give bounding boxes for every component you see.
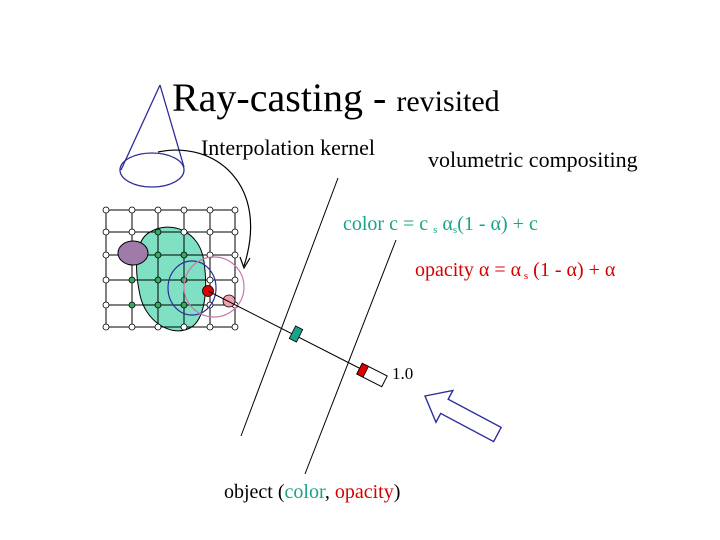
volumetric-compositing-label: volumetric compositing bbox=[428, 147, 638, 172]
direction-arrow-icon bbox=[424, 389, 503, 443]
voxel-sample-inside bbox=[154, 251, 162, 259]
color-formula-sub1: s bbox=[433, 224, 438, 236]
voxel-sample bbox=[206, 276, 214, 284]
kernel-circle-navy bbox=[167, 260, 217, 316]
kernel-circle-pink bbox=[183, 256, 245, 318]
voxel-sample bbox=[102, 228, 110, 236]
opacity-formula-tail: ) + bbox=[576, 259, 605, 281]
voxel-sample bbox=[206, 228, 214, 236]
voxel-sample-inside bbox=[154, 228, 162, 236]
color-formula-tail: ) + c bbox=[501, 213, 538, 235]
object-label: object (color, opacity) bbox=[224, 478, 400, 506]
voxel-sample bbox=[102, 276, 110, 284]
color-formula-rest: (1 - bbox=[457, 213, 491, 235]
color-formula-alpha2: α bbox=[490, 213, 501, 235]
voxel-sample bbox=[206, 323, 214, 331]
sample-pink bbox=[222, 294, 236, 308]
opacity-formula-sub: s bbox=[521, 270, 529, 282]
opacity-formula-alpha: α bbox=[478, 259, 490, 281]
voxel-sample-inside bbox=[180, 301, 188, 309]
color-marker bbox=[288, 325, 304, 343]
object-label-opacity: opacity bbox=[334, 481, 394, 503]
opacity-one-label: 1.0 bbox=[392, 364, 414, 383]
opacity-formula-alpha2: α bbox=[510, 259, 522, 281]
voxel-sample bbox=[231, 206, 239, 214]
voxel-sample bbox=[206, 206, 214, 214]
opacity-marker bbox=[356, 362, 370, 378]
kernel-pointer-arrow bbox=[157, 149, 252, 270]
voxel-sample-inside bbox=[154, 276, 162, 284]
color-formula: color c = c s αs(1 - α) + c bbox=[343, 210, 538, 244]
title-main: Ray-casting - bbox=[172, 75, 397, 120]
camera-cone-icon bbox=[119, 84, 185, 188]
sample-purple bbox=[117, 240, 149, 266]
voxel-sample bbox=[231, 251, 239, 259]
opacity-formula-alpha3: α bbox=[566, 259, 577, 281]
interpolation-kernel-label: Interpolation kernel bbox=[200, 135, 376, 160]
voxel-sample-inside bbox=[180, 251, 188, 259]
color-formula-lead: color c = c bbox=[343, 213, 434, 235]
voxel-sample bbox=[180, 228, 188, 236]
opacity-formula: opacity α = α s (1 - α) + α bbox=[415, 256, 615, 290]
opacity-formula-rest: (1 - bbox=[528, 259, 567, 281]
voxel-sample-inside bbox=[154, 301, 162, 309]
object-label-sep: , bbox=[324, 481, 335, 503]
opacity-formula-eq: = bbox=[489, 259, 511, 281]
voxel-sample-inside bbox=[128, 276, 136, 284]
object-label-lead: object ( bbox=[224, 481, 285, 503]
slide-title: Ray-casting - revisited bbox=[172, 74, 500, 126]
voxel-sample-inside bbox=[128, 301, 136, 309]
color-formula-alpha: α bbox=[442, 213, 453, 235]
object-label-tail: ) bbox=[393, 481, 401, 503]
voxel-sample bbox=[154, 206, 162, 214]
voxel-sample bbox=[231, 228, 239, 236]
opacity-formula-alpha4: α bbox=[604, 259, 616, 281]
object-label-color: color bbox=[284, 481, 325, 503]
voxel-sample bbox=[231, 323, 239, 331]
voxel-sample bbox=[154, 323, 162, 331]
color-formula-sub2: s bbox=[452, 224, 458, 236]
title-sub: revisited bbox=[396, 85, 500, 118]
voxel-sample bbox=[102, 301, 110, 309]
ray-line bbox=[207, 290, 362, 370]
plane-line-right bbox=[304, 239, 397, 475]
voxel-sample bbox=[102, 251, 110, 259]
voxel-sample bbox=[231, 276, 239, 284]
voxel-sample bbox=[128, 206, 136, 214]
voxel-sample bbox=[102, 206, 110, 214]
voxel-sample bbox=[128, 228, 136, 236]
voxel-sample bbox=[206, 251, 214, 259]
voxel-sample bbox=[128, 323, 136, 331]
voxel-sample bbox=[180, 206, 188, 214]
voxel-sample bbox=[102, 323, 110, 331]
opacity-formula-lead: opacity bbox=[415, 259, 479, 281]
voxel-sample bbox=[180, 323, 188, 331]
plane-line-left bbox=[240, 177, 339, 437]
